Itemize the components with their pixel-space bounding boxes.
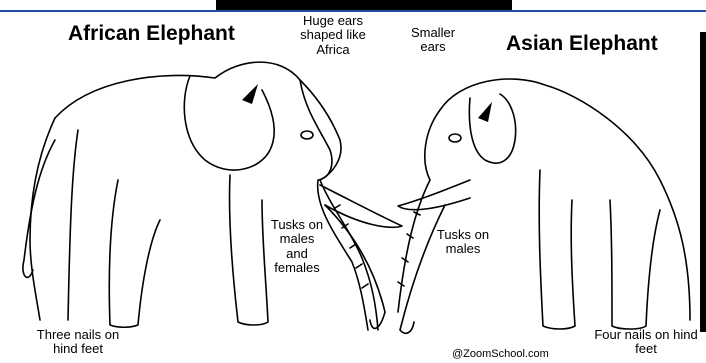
three-nails-annotation: Three nails on hind feet (32, 328, 124, 357)
four-nails-annotation: Four nails on hind feet (592, 328, 700, 357)
credit-text: @ZoomSchool.com (452, 348, 549, 360)
asian-elephant-drawing (398, 79, 690, 333)
african-elephant-drawing (23, 62, 402, 330)
smaller-ears-annotation: Smaller ears (402, 26, 464, 55)
tusks-african-annotation: Tusks on males and females (268, 218, 326, 275)
african-elephant-title: African Elephant (68, 22, 235, 45)
tusks-asian-annotation: Tusks on males (434, 228, 492, 257)
asian-elephant-title: Asian Elephant (506, 32, 658, 55)
huge-ears-annotation: Huge ears shaped like Africa (296, 14, 370, 57)
